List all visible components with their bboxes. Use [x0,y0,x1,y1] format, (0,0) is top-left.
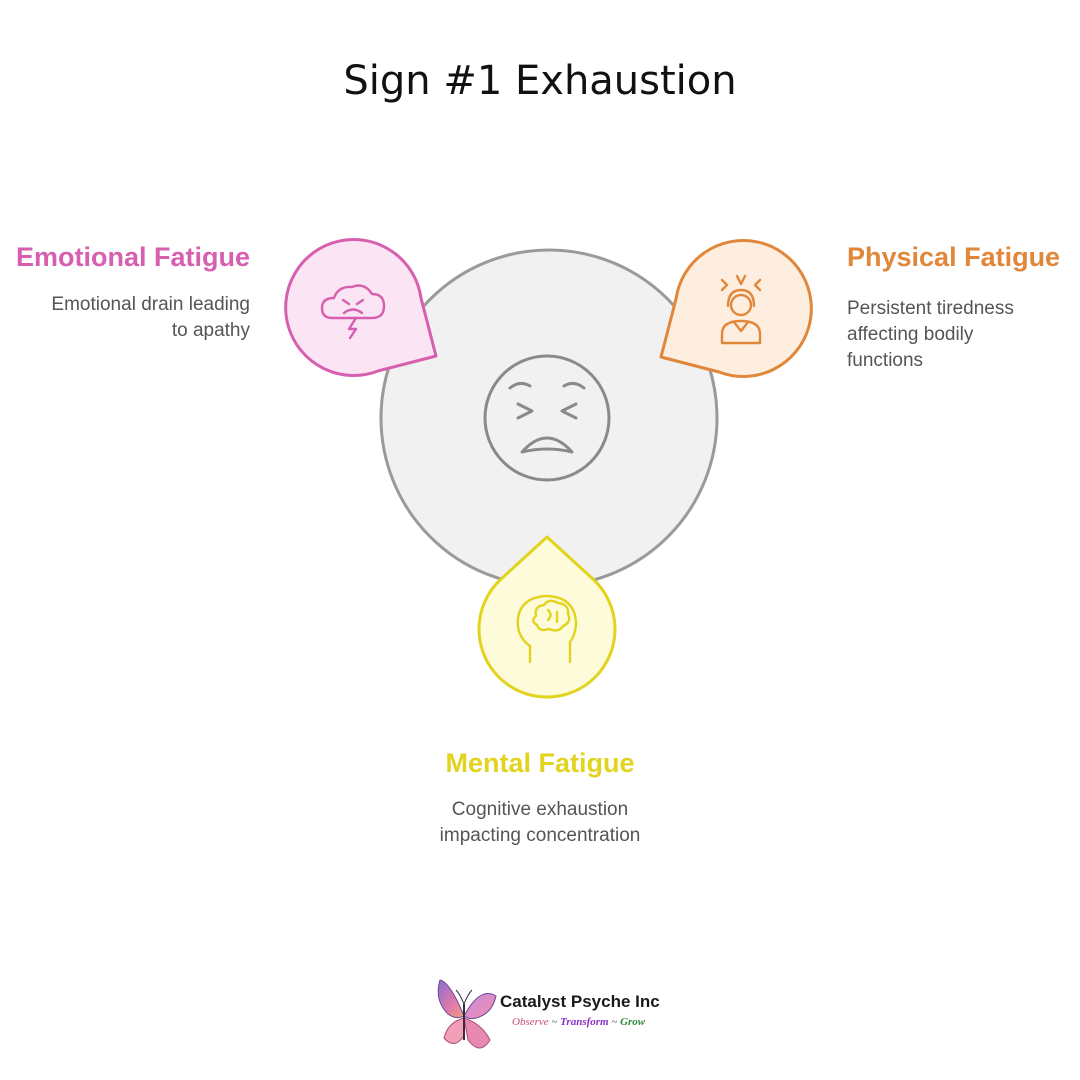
tagline-grow: Grow [620,1016,646,1028]
brand-logo: Catalyst Psyche Inc Observe ~ Transform … [430,974,670,1058]
description-line: Emotional drain leading [51,294,250,315]
tagline-separator: ~ [608,1016,621,1028]
description-line: Cognitive exhaustion [451,799,629,820]
tagline-separator: ~ [548,1016,561,1028]
emotional-fatigue-description: Emotional drain leading to apathy [10,292,250,344]
physical-fatigue-description: Persistent tiredness affecting bodily fu… [847,296,1057,374]
stressed-person-icon [720,274,762,345]
center-circle [379,248,719,588]
emotional-pin [284,238,438,377]
description-line: functions [847,350,924,371]
mental-fatigue-heading: Mental Fatigue [445,748,635,778]
mental-fatigue-description: Cognitive exhaustion impacting concentra… [390,797,690,849]
exhausted-face-icon [483,354,611,482]
description-line: affecting bodily [847,324,974,345]
description-line: impacting concentration [439,825,641,846]
butterfly-icon [437,979,497,1049]
emotional-fatigue-heading: Emotional Fatigue [15,242,250,272]
brand-tagline: Observe ~ Transform ~ Grow [512,1016,645,1028]
physical-fatigue-heading: Physical Fatigue [847,242,1061,272]
page-title: Sign #1 Exhaustion [343,58,737,104]
description-line: to apathy [171,320,250,341]
description-line: Persistent tiredness [847,298,1014,319]
tagline-observe: Observe [512,1016,549,1028]
mental-pin [477,535,617,699]
physical-pin [659,239,813,378]
storm-cloud-icon [320,284,386,340]
brand-name: Catalyst Psyche Inc [500,992,660,1011]
tagline-transform: Transform [560,1016,609,1028]
head-brain-icon [516,594,578,664]
